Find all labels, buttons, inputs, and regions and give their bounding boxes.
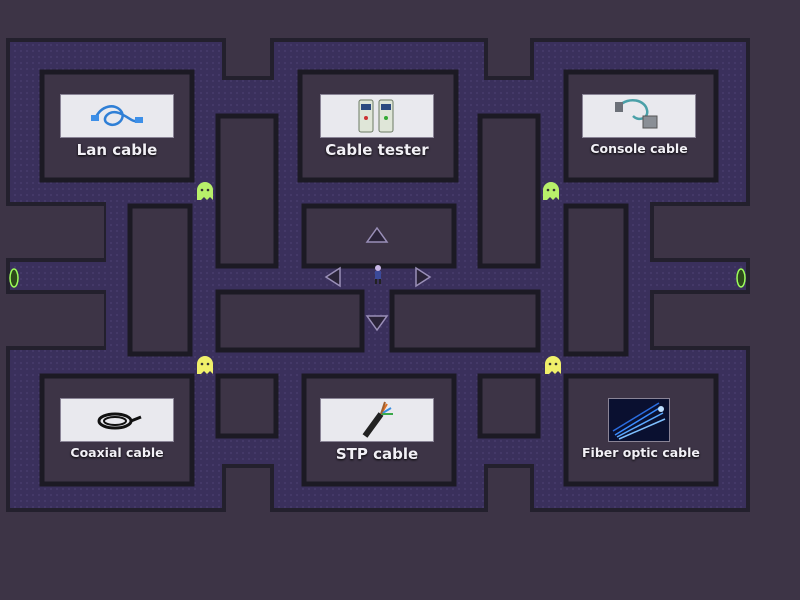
arrow-right-icon[interactable] [410, 266, 436, 288]
arrow-up-icon[interactable] [364, 224, 390, 246]
wall-block [477, 113, 541, 269]
answer-label: Coaxial cable [70, 445, 164, 460]
answer-card-console[interactable]: Console cable [582, 94, 696, 156]
ghost-icon [545, 356, 561, 374]
cable-tester-icon [320, 94, 434, 138]
ghost-icon [197, 182, 213, 200]
ghost-icon [197, 356, 213, 374]
wall-block [215, 289, 365, 353]
tunnel-portal-left [9, 268, 19, 288]
answer-label: Fiber optic cable [582, 445, 700, 460]
lan-cable-icon [60, 94, 174, 138]
answer-card-stp[interactable]: STP cable [320, 398, 434, 463]
answer-label: Console cable [590, 141, 688, 156]
wall-block [563, 203, 629, 357]
wall-block [389, 289, 541, 353]
console-cable-icon [582, 94, 696, 138]
answer-card-lan[interactable]: Lan cable [60, 94, 174, 159]
wall-block [215, 113, 279, 269]
stp-cable-icon [320, 398, 434, 442]
wall-block [215, 373, 279, 439]
tunnel-portal-right [736, 268, 746, 288]
answer-card-coax[interactable]: Coaxial cable [60, 398, 174, 460]
wall-block [301, 203, 457, 269]
arrow-down-icon[interactable] [364, 312, 390, 334]
wall-block [477, 373, 541, 439]
fiber-optic-icon [608, 398, 670, 442]
arrow-left-icon[interactable] [320, 266, 346, 288]
coaxial-cable-icon [60, 398, 174, 442]
ghost-icon [543, 182, 559, 200]
wall-block [127, 203, 193, 357]
answer-label: Lan cable [76, 141, 158, 159]
answer-card-tester[interactable]: Cable tester [320, 94, 434, 159]
answer-card-fiber[interactable]: Fiber optic cable [582, 398, 700, 460]
answer-label: STP cable [335, 445, 419, 463]
answer-label: Cable tester [325, 141, 429, 159]
player-character-icon [375, 265, 381, 284]
